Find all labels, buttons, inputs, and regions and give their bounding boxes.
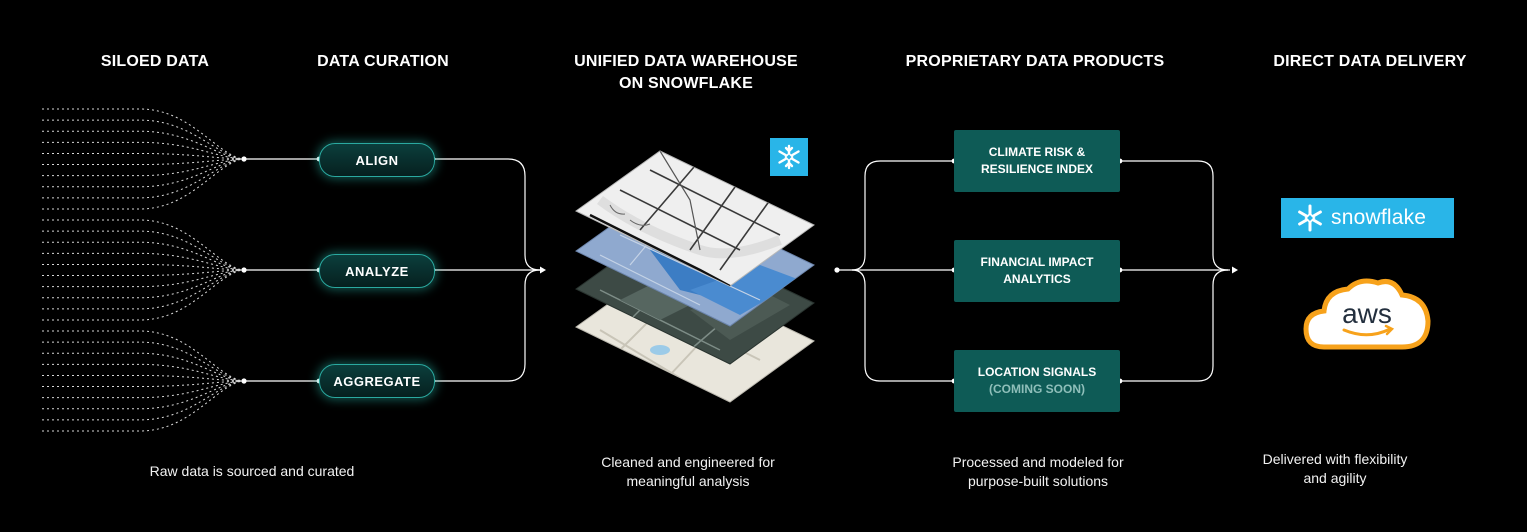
product-line2: RESILIENCE INDEX bbox=[980, 162, 1094, 176]
split-line-top bbox=[851, 160, 954, 271]
siloed-data-stream bbox=[42, 158, 243, 166]
product-line1: CLIMATE RISK & bbox=[988, 145, 1086, 159]
map-layer-roads bbox=[575, 150, 815, 287]
merge-line-top bbox=[433, 158, 541, 271]
siloed-data-stream bbox=[42, 152, 243, 160]
siloed-data-stream bbox=[42, 341, 243, 382]
product-line1: LOCATION SIGNALS bbox=[977, 365, 1097, 379]
snowflake-icon bbox=[1298, 204, 1322, 232]
caption-curation: Raw data is sourced and curated bbox=[149, 463, 355, 479]
siloed-data-stream bbox=[42, 230, 243, 271]
caption-products: Processed and modeled for purpose-built … bbox=[952, 454, 1124, 489]
snowflake-logo: snowflake bbox=[1281, 198, 1454, 238]
snowflake-icon bbox=[770, 138, 808, 176]
siloed-data-stream bbox=[42, 363, 243, 382]
caption-delivery: Delivered with flexibility and agility bbox=[1262, 451, 1408, 486]
siloed-data-stream bbox=[42, 269, 243, 288]
aggregate-pill: AGGREGATE bbox=[319, 364, 435, 398]
siloed-data-stream bbox=[42, 158, 243, 199]
siloed-data-stream bbox=[42, 380, 243, 399]
siloed-data-stream bbox=[42, 374, 243, 382]
siloed-data-stream bbox=[42, 158, 243, 177]
split-line-bottom bbox=[851, 269, 954, 382]
siloed-data-stream bbox=[42, 269, 243, 310]
snowflake-wordmark: snowflake bbox=[1331, 206, 1427, 229]
delivery-line-bottom bbox=[1120, 269, 1229, 382]
heading-unified-warehouse: UNIFIED DATA WAREHOUSE ON SNOWFLAKE bbox=[574, 53, 798, 92]
product-line2: ANALYTICS bbox=[1003, 272, 1071, 286]
heading-proprietary-products: PROPRIETARY DATA PRODUCTS bbox=[905, 53, 1165, 70]
siloed-data-stream bbox=[42, 119, 243, 160]
product-climate-risk: CLIMATE RISK & RESILIENCE INDEX bbox=[954, 130, 1120, 192]
coming-soon-label: (COMING SOON) bbox=[989, 382, 1085, 396]
siloed-data-stream bbox=[42, 380, 243, 421]
aws-wordmark: aws bbox=[1342, 298, 1392, 329]
align-pill: ALIGN bbox=[319, 143, 435, 177]
siloed-data-stream bbox=[42, 380, 243, 388]
siloed-data-stream bbox=[42, 252, 243, 271]
merge-line-bottom bbox=[433, 269, 541, 382]
product-line1: FINANCIAL IMPACT bbox=[980, 255, 1094, 269]
siloed-data-stream bbox=[42, 141, 243, 160]
siloed-data-stream bbox=[42, 269, 243, 277]
product-financial-impact: FINANCIAL IMPACT ANALYTICS bbox=[954, 240, 1120, 302]
heading-direct-delivery: DIRECT DATA DELIVERY bbox=[1273, 53, 1467, 70]
product-location-signals: LOCATION SIGNALS (COMING SOON) bbox=[954, 350, 1120, 412]
siloed-data-stream bbox=[42, 263, 243, 271]
aws-cloud-icon: aws bbox=[1302, 277, 1432, 351]
caption-warehouse: Cleaned and engineered for meaningful an… bbox=[601, 454, 775, 489]
heading-data-curation: DATA CURATION bbox=[317, 53, 449, 70]
arrow-to-warehouse bbox=[540, 266, 546, 274]
analyze-pill: ANALYZE bbox=[319, 254, 435, 288]
delivery-line-top bbox=[1120, 160, 1229, 271]
heading-siloed-data: SILOED DATA bbox=[100, 53, 210, 70]
arrow-to-delivery bbox=[1232, 266, 1238, 274]
